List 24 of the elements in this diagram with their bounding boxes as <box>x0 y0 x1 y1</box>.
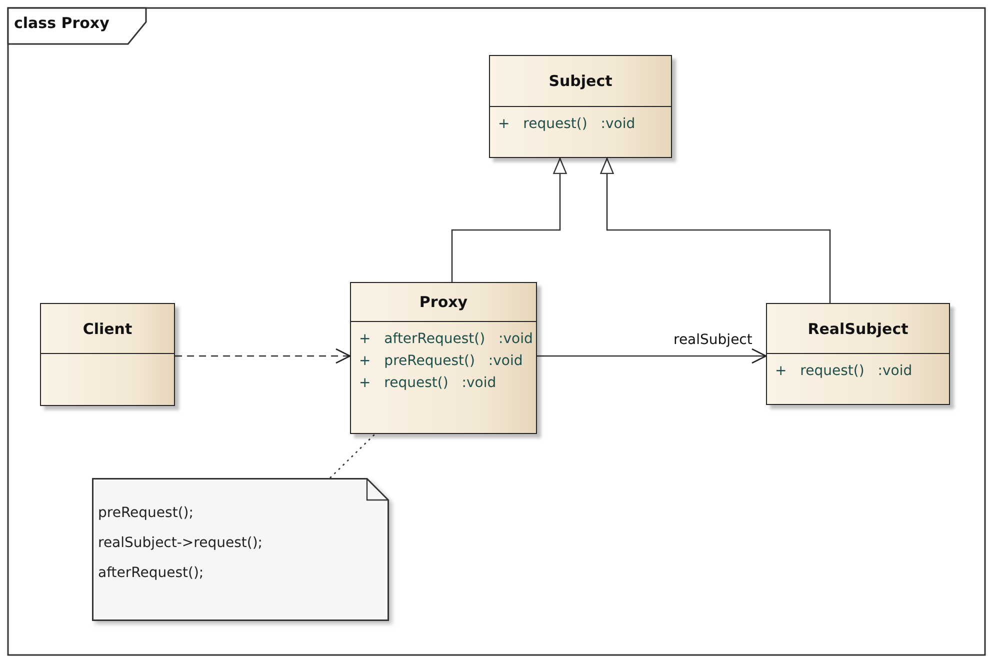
class-name: Client <box>82 320 132 338</box>
class-box <box>766 303 950 405</box>
connector-arrow <box>451 158 567 282</box>
class-name: Subject <box>548 72 612 90</box>
note-text: realSubject->request(); <box>98 534 263 553</box>
note-text: preRequest(); <box>98 504 194 523</box>
note-shape <box>92 478 389 621</box>
class-box <box>40 303 175 406</box>
connector-arrow <box>537 348 767 364</box>
frame-title: class Proxy <box>14 14 110 32</box>
class-name: RealSubject <box>808 320 908 338</box>
class-operation: + request() :void <box>498 115 636 134</box>
class-box <box>350 282 537 434</box>
class-operation: + request() :void <box>359 374 498 393</box>
class-operation: + preRequest() :void <box>359 352 524 371</box>
connector-arrow <box>600 158 831 303</box>
class-operation: + request() :void <box>775 362 914 381</box>
note-link <box>330 434 376 478</box>
class-box <box>489 55 672 158</box>
class-name: Proxy <box>419 293 468 311</box>
connector-arrow <box>175 348 351 364</box>
note-text: afterRequest(); <box>98 564 205 583</box>
edge-label: realSubject <box>672 332 754 348</box>
class-operation: + afterRequest() :void <box>359 330 534 349</box>
